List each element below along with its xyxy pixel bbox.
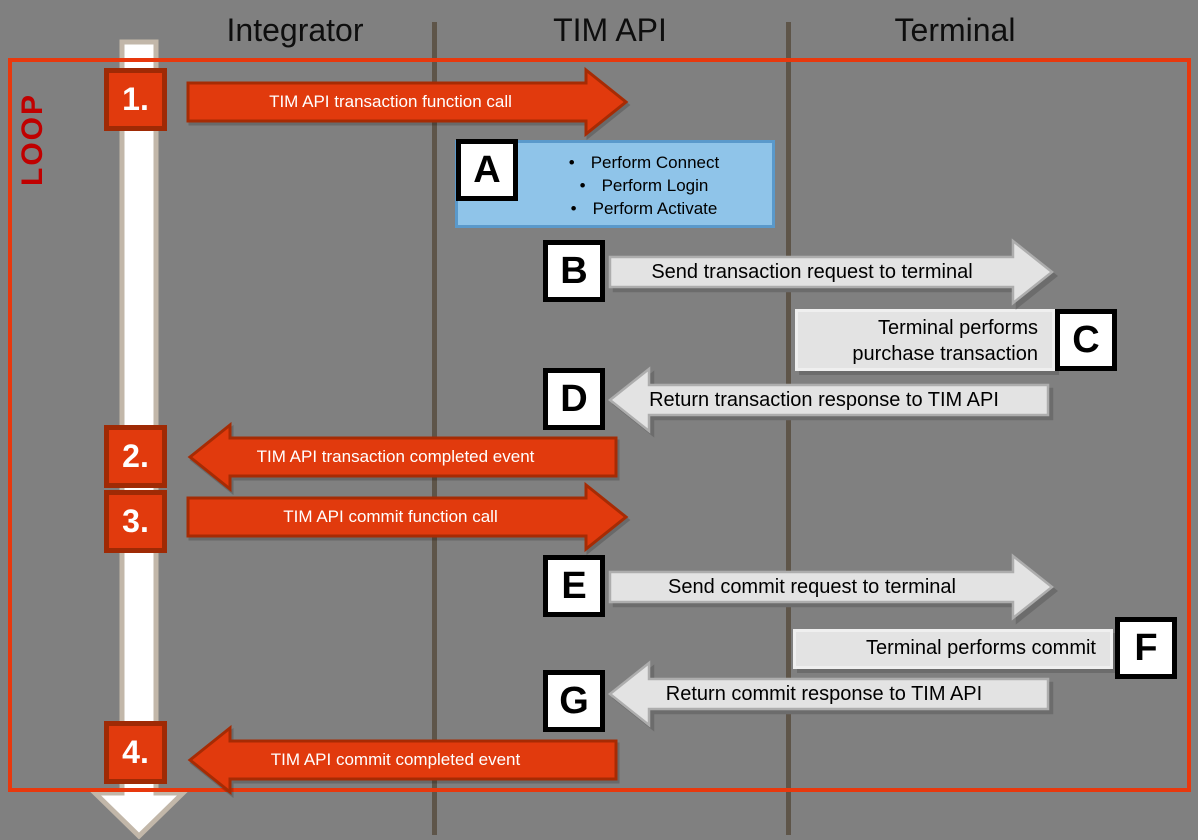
message-arrow-e: Send commit request to terminal bbox=[608, 553, 1055, 621]
loop-label: LOOP bbox=[16, 92, 49, 186]
message-arrow-d-label: Return transaction response to TIM API bbox=[649, 388, 999, 411]
step-arrow-1: TIM API transaction function call bbox=[186, 66, 629, 138]
step-arrow-2-label: TIM API transaction completed event bbox=[256, 447, 535, 466]
step-arrow-3-label: TIM API commit function call bbox=[283, 507, 498, 526]
lifeline-divider-right bbox=[786, 22, 791, 835]
letter-badge-b: B bbox=[543, 240, 605, 302]
column-header-tim-api: TIM API bbox=[553, 12, 667, 48]
letter-badge-d: D bbox=[543, 368, 605, 430]
message-arrow-b-label: Send transaction request to terminal bbox=[651, 260, 973, 283]
step-arrow-4-label: TIM API commit completed event bbox=[270, 750, 521, 769]
terminal-action-box-f: Terminal performs commit bbox=[793, 629, 1113, 669]
step-number-1: 1. bbox=[104, 68, 167, 131]
letter-badge-a: A bbox=[456, 139, 518, 201]
column-header-terminal: Terminal bbox=[894, 12, 1016, 48]
note-bullet-item: Perform Connect bbox=[520, 151, 768, 174]
message-arrow-d: Return transaction response to TIM API bbox=[607, 366, 1050, 434]
message-arrow-g-label: Return commit response to TIM API bbox=[665, 682, 983, 705]
lifeline-divider-left bbox=[432, 22, 437, 835]
step-number-2: 2. bbox=[104, 425, 167, 488]
letter-badge-f: F bbox=[1115, 617, 1177, 679]
letter-badge-c: C bbox=[1055, 309, 1117, 371]
message-arrow-g: Return commit response to TIM API bbox=[607, 660, 1050, 728]
note-bullet-item: Perform Login bbox=[520, 174, 768, 197]
step-arrow-4: TIM API commit completed event bbox=[187, 724, 618, 796]
note-bullet-item: Perform Activate bbox=[520, 197, 768, 220]
letter-badge-e: E bbox=[543, 555, 605, 617]
loop-border bbox=[8, 58, 1191, 792]
terminal-action-box-c: Terminal performs purchase transaction bbox=[795, 309, 1055, 371]
column-header-integrator: Integrator bbox=[226, 12, 364, 48]
step-arrow-1-label: TIM API transaction function call bbox=[269, 92, 512, 111]
step-number-3: 3. bbox=[104, 490, 167, 553]
letter-badge-g: G bbox=[543, 670, 605, 732]
step-number-4: 4. bbox=[104, 721, 167, 784]
step-arrow-2: TIM API transaction completed event bbox=[187, 421, 618, 493]
message-arrow-b: Send transaction request to terminal bbox=[608, 238, 1055, 306]
step-arrow-3: TIM API commit function call bbox=[186, 481, 629, 553]
message-arrow-e-label: Send commit request to terminal bbox=[668, 575, 956, 598]
